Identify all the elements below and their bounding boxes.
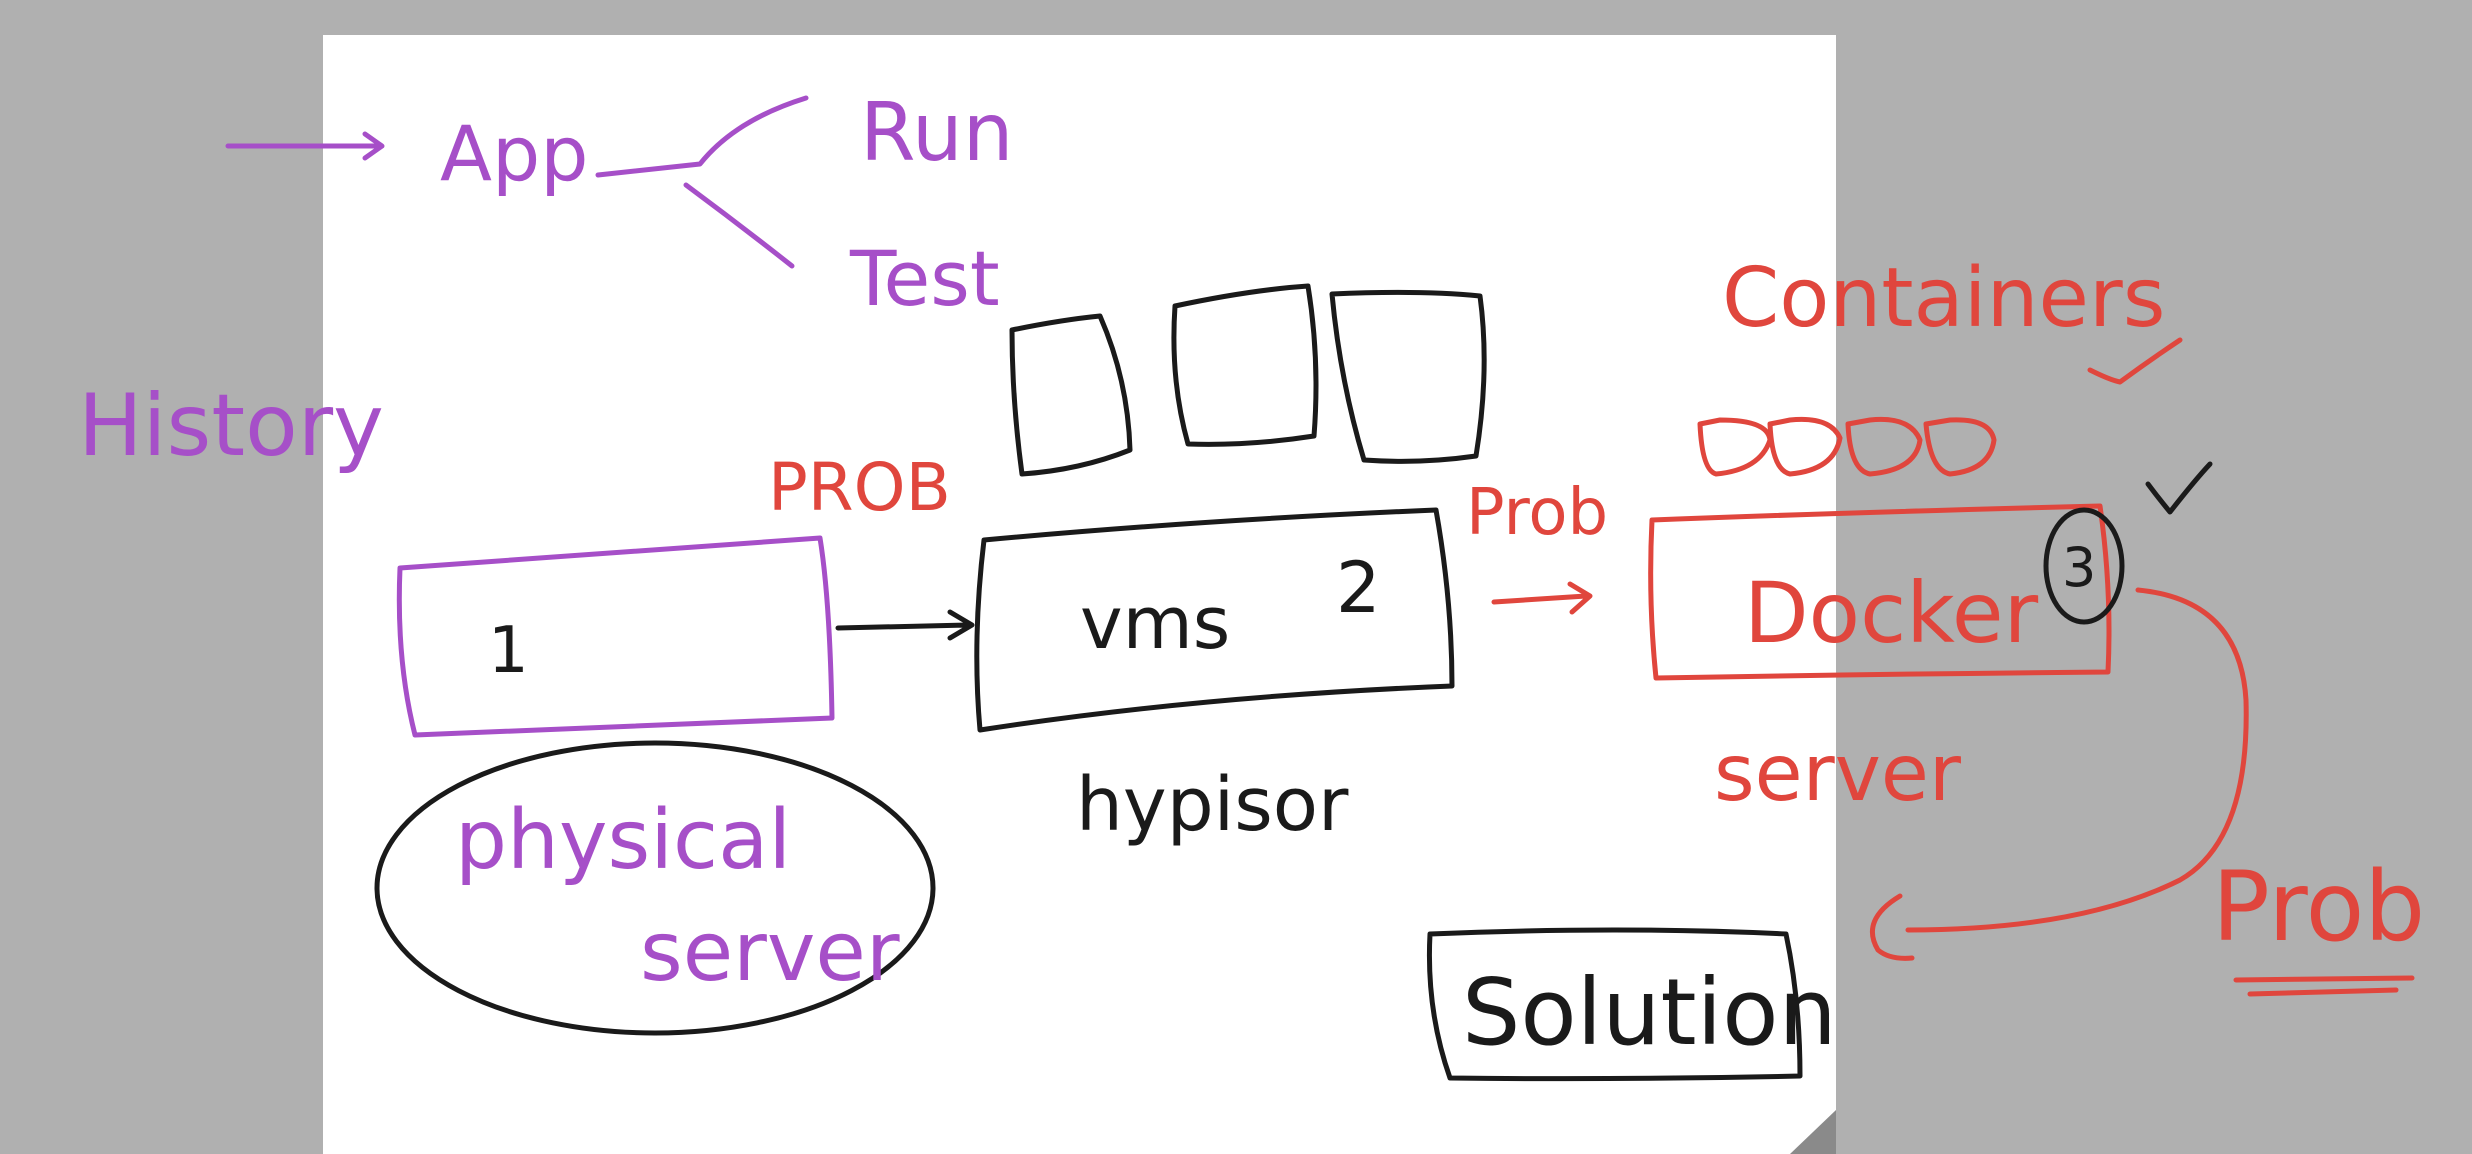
container-shapes (1697, 416, 1997, 477)
vm-box-1 (1009, 313, 1133, 477)
page-curl-corner (1790, 1110, 1836, 1154)
physical-label: physical (455, 793, 791, 888)
test-label: Test (849, 234, 1000, 323)
arrow-to-docker (1491, 581, 1593, 615)
box-1-outline (396, 535, 835, 738)
prob-3-underline (2233, 975, 2415, 997)
server-label-red: server (1714, 729, 1962, 819)
server-label-purple: server (640, 905, 900, 1000)
arrow-to-app (225, 131, 385, 161)
physical-server-group: physical server (374, 740, 936, 1036)
vm-box-3 (1329, 289, 1487, 464)
docker-box-group: Docker 3 (1648, 461, 2213, 681)
physical-server-ellipse (374, 740, 936, 1036)
containers-label: Containers (1722, 251, 2165, 346)
solution-label: Solution (1462, 959, 1837, 1066)
app-branch-lines (595, 95, 809, 269)
vms-number: 2 (1336, 547, 1381, 629)
solution-box-group: Solution (1426, 927, 1837, 1082)
vm-boxes (1009, 283, 1487, 477)
prob-3-group: Prob (2212, 851, 2425, 997)
docker-label: Docker (1744, 564, 2039, 662)
vms-label: vms (1080, 581, 1230, 665)
docker-number-circle (2043, 507, 2125, 625)
container-shape-1 (1697, 417, 1773, 477)
docker-checkmark (2145, 461, 2213, 515)
run-label: Run (860, 86, 1013, 179)
container-shape-2 (1767, 416, 1843, 477)
container-shape-3 (1845, 416, 1923, 477)
vms-box-outline (974, 507, 1455, 733)
app-label: App (440, 109, 588, 198)
containers-check (2087, 337, 2183, 385)
history-label: History (78, 376, 384, 476)
hypervisor-label: hypisor (1076, 762, 1349, 848)
box-1-number: 1 (488, 614, 529, 688)
app-branch: App Run Test (225, 86, 1013, 323)
vm-box-2 (1171, 283, 1319, 447)
solution-box-outline (1426, 927, 1803, 1082)
docker-number: 3 (2062, 536, 2096, 599)
container-shape-4 (1923, 417, 1997, 477)
curved-arrow-to-solution (1869, 587, 2249, 961)
prob-3-label: Prob (2212, 851, 2425, 963)
physical-box: 1 (396, 535, 835, 738)
prob-2-label: Prob (1466, 476, 1608, 550)
docker-box-outline (1648, 503, 2112, 681)
vms-box-group: vms 2 (974, 507, 1455, 733)
prob-1-label: PROB (768, 449, 951, 526)
arrow-to-vms (835, 609, 975, 641)
